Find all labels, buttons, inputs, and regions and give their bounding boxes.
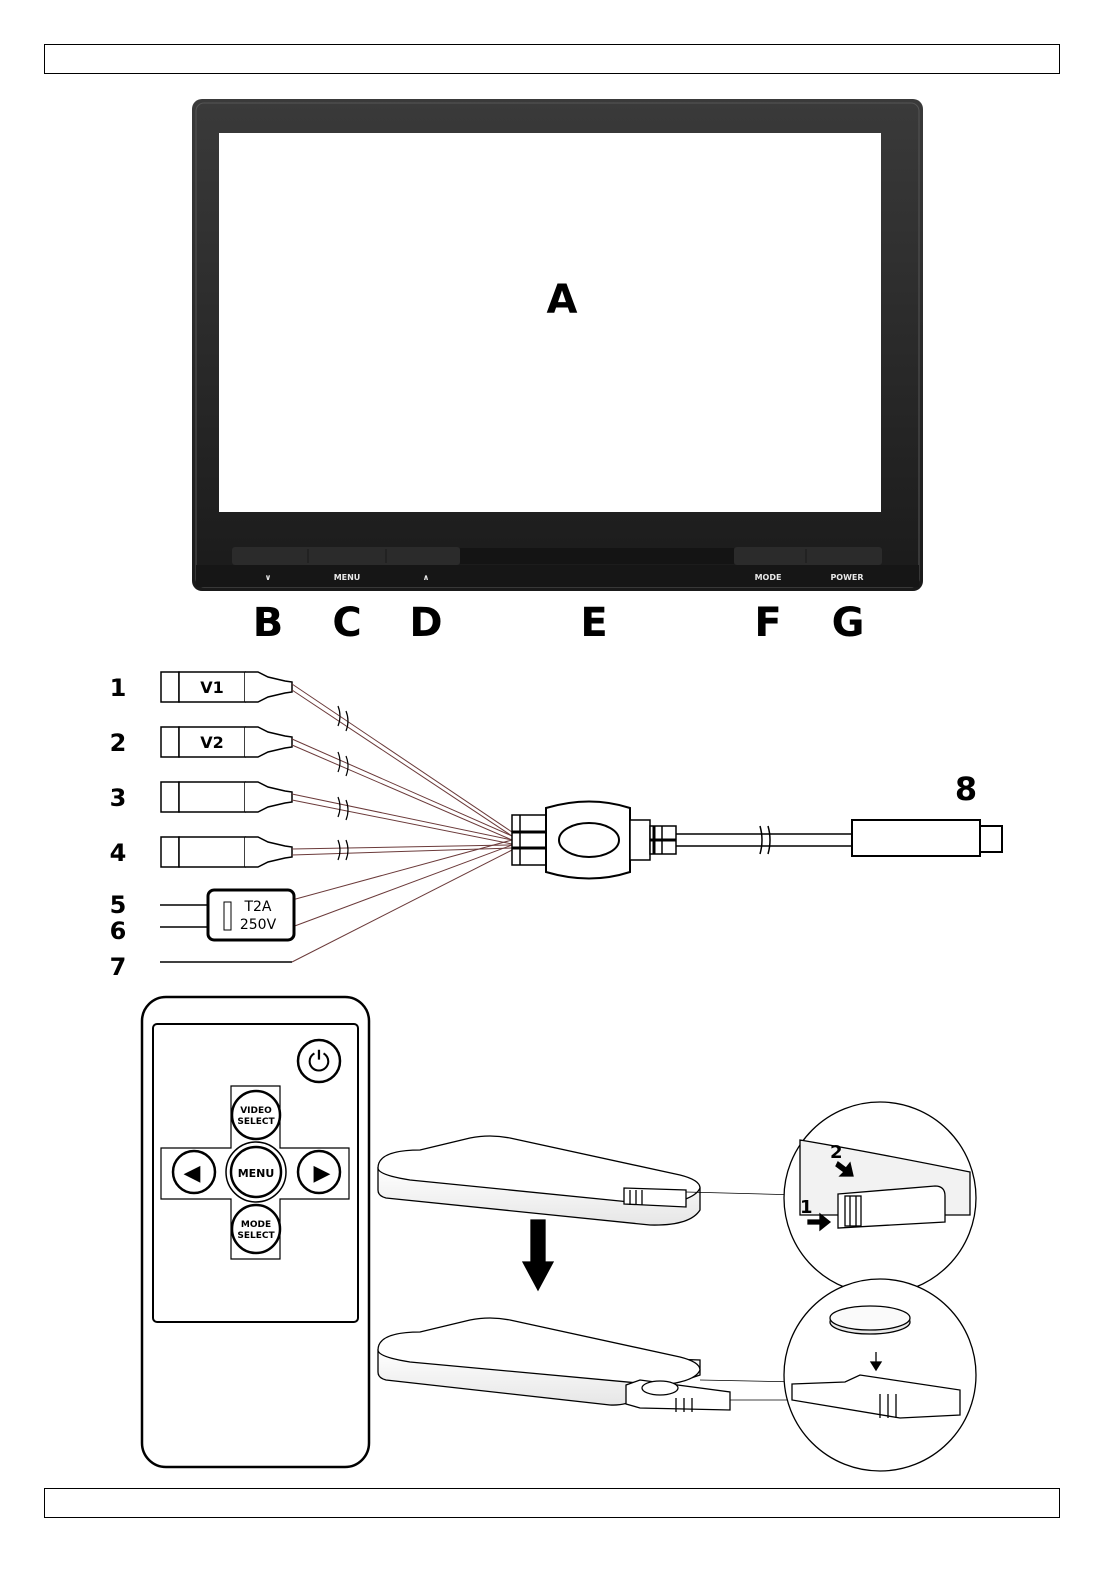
callout-e: E xyxy=(580,600,607,646)
rca-connector-1 xyxy=(161,672,292,702)
mode-select-label-1: MODE xyxy=(241,1220,271,1230)
main-cable xyxy=(676,820,1002,856)
video-select-label-1: VIDEO xyxy=(240,1106,272,1116)
menu-button-label[interactable]: MENU xyxy=(334,573,361,582)
wire-6-number: 6 xyxy=(110,917,127,945)
menu-label: MENU xyxy=(238,1167,275,1180)
fuse-rating-current: T2A xyxy=(243,899,271,915)
fuse-rating-voltage: 250V xyxy=(240,917,277,933)
mode-select-label-2: SELECT xyxy=(237,1231,275,1241)
connector-v1-label: V1 xyxy=(200,678,224,697)
cable-hub xyxy=(512,802,676,879)
slim-remote-open xyxy=(378,1318,800,1412)
wire-break-marks xyxy=(338,706,348,860)
left-arrow-icon: ◀ xyxy=(184,1161,201,1186)
down-arrow-icon xyxy=(523,1220,553,1290)
button-strip-left xyxy=(232,547,460,565)
up-button-glyph[interactable]: ∧ xyxy=(423,573,430,582)
connector-v2-label: V2 xyxy=(200,733,224,752)
monitor: ∨ MENU ∧ MODE POWER A xyxy=(192,99,923,591)
connector-2-number: 2 xyxy=(110,729,127,757)
slim-remote-closed xyxy=(378,1136,800,1225)
button-strip-right xyxy=(734,547,882,565)
callout-g: G xyxy=(832,600,865,646)
plug-number: 8 xyxy=(955,770,977,808)
battery-replacement-diagram xyxy=(378,1102,976,1471)
power-button-label[interactable]: POWER xyxy=(830,573,863,582)
callout-a: A xyxy=(547,277,578,323)
signal-wires xyxy=(292,684,512,855)
wire-7-number: 7 xyxy=(110,953,127,981)
step-2-label: 2 xyxy=(830,1142,843,1163)
step-1-label: 1 xyxy=(800,1197,813,1218)
monitor-callouts: B C D E F G xyxy=(253,600,865,646)
rca-connector-2 xyxy=(161,727,292,757)
ir-window xyxy=(460,548,734,564)
cable-harness xyxy=(160,672,1002,962)
callout-b: B xyxy=(253,600,284,646)
connector-4-number: 4 xyxy=(110,839,127,867)
down-button-glyph[interactable]: ∨ xyxy=(265,573,272,582)
rca-connector-3 xyxy=(161,782,292,812)
right-arrow-icon: ▶ xyxy=(314,1161,331,1186)
callout-d: D xyxy=(409,600,442,646)
connector-1-number: 1 xyxy=(110,674,127,702)
power-icon: ⏻ xyxy=(308,1045,330,1078)
rca-connector-4 xyxy=(161,837,292,867)
mode-button-label[interactable]: MODE xyxy=(755,573,782,582)
callout-c: C xyxy=(332,600,361,646)
video-select-label-2: SELECT xyxy=(237,1117,275,1127)
wire-5-number: 5 xyxy=(110,891,127,919)
connector-3-number: 3 xyxy=(110,784,127,812)
callout-f: F xyxy=(754,600,781,646)
